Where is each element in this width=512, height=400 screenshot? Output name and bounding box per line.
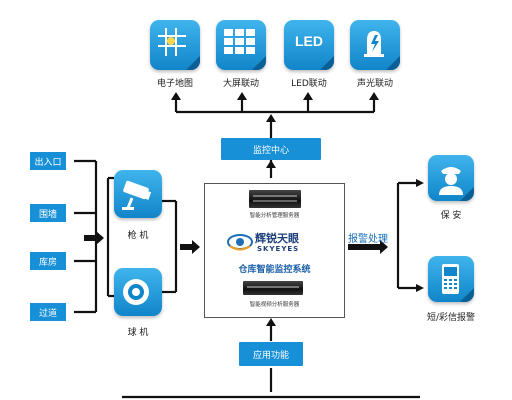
server-bottom-label: 智能视频分析服务器 (249, 302, 300, 308)
led-icon: LED (284, 20, 334, 70)
zone-wall: 围墙 (30, 204, 66, 222)
map-grid-icon (150, 20, 200, 70)
top-icon-label-video-wall: 大屏联动 (222, 79, 259, 89)
server-top-label: 智能分析管理服务器 (249, 213, 300, 219)
bullet-camera-icon (114, 170, 162, 218)
brand-name-en: SKYEYES (257, 245, 300, 253)
mobile-phone-icon (428, 256, 474, 302)
brand-name-cn: 辉锐天眼 (255, 232, 299, 245)
zone-aisle: 过道 (30, 303, 66, 321)
sound-light-icon (350, 20, 400, 70)
top-icon-label-map: 电子地图 (156, 79, 193, 89)
security-guard-icon (428, 155, 474, 201)
app-function-box: 应用功能 (239, 342, 303, 366)
output-label-sms-alarm: 短/彩信报警 (426, 313, 476, 323)
alarm-process-label: 报警处理 (348, 234, 388, 245)
video-analysis-server-image (243, 281, 303, 295)
video-wall-icon (216, 20, 266, 70)
camera-label-dome: 球 机 (127, 328, 149, 338)
system-name: 仓库智能监控系统 (238, 265, 311, 275)
dome-camera-icon (114, 268, 162, 316)
zone-warehouse: 库房 (30, 252, 66, 270)
camera-label-bullet: 枪 机 (127, 231, 149, 241)
output-label-security: 保 安 (440, 211, 462, 221)
monitor-center-box: 监控中心 (221, 138, 321, 160)
skyeyes-logo (227, 231, 253, 253)
zone-entrance: 出入口 (30, 152, 66, 170)
top-icon-label-led: LED联动 (291, 79, 327, 89)
analysis-management-server-image (249, 190, 301, 208)
center-system-box: 智能分析管理服务器 辉锐天眼 SKYEYES 仓库智能监控系统 智能视频分析服务… (204, 183, 345, 318)
top-icon-label-sound-light: 声光联动 (356, 79, 393, 89)
